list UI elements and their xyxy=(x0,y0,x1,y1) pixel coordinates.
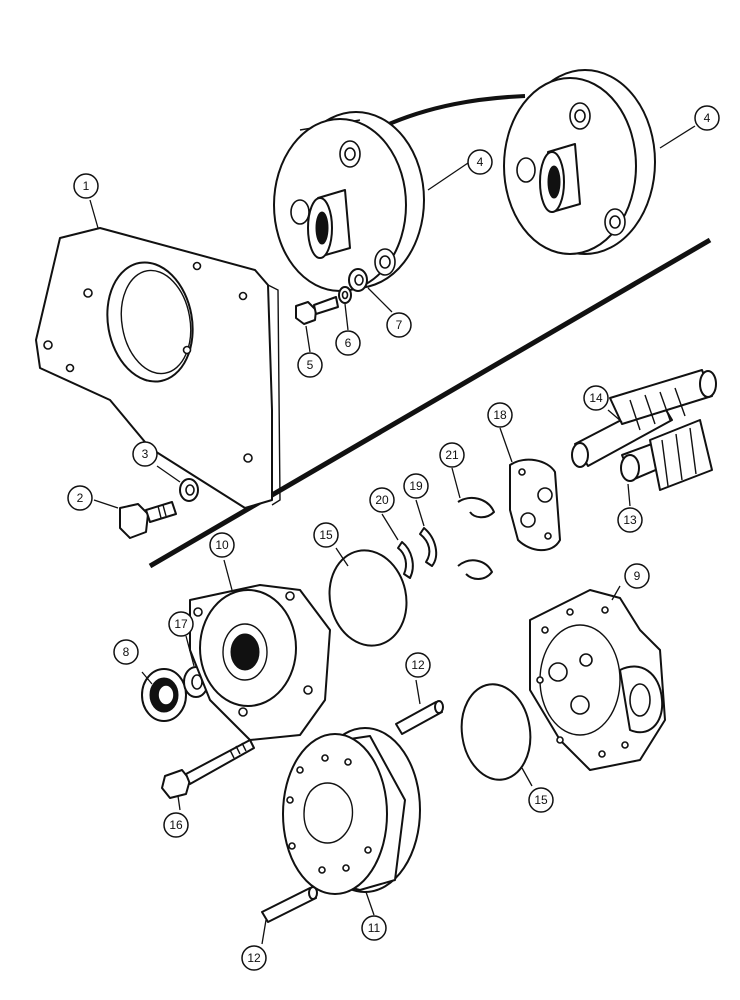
callout-12-upper: 12 xyxy=(405,652,431,678)
svg-text:5: 5 xyxy=(307,358,314,372)
callout-17: 17 xyxy=(168,611,194,637)
dowel-pin-12-upper xyxy=(395,700,444,735)
clip-20 xyxy=(397,541,414,579)
callout-6: 6 xyxy=(335,330,361,356)
svg-text:11: 11 xyxy=(368,921,381,935)
pump-cover-10 xyxy=(189,584,331,741)
svg-text:20: 20 xyxy=(375,493,389,507)
callout-21: 21 xyxy=(439,442,465,468)
svg-text:1: 1 xyxy=(83,179,90,193)
drive-gear-14 xyxy=(571,369,717,468)
svg-text:3: 3 xyxy=(142,447,149,461)
svg-text:2: 2 xyxy=(77,491,84,505)
shaft-seal-8 xyxy=(141,668,187,722)
svg-text:21: 21 xyxy=(445,448,459,462)
svg-text:19: 19 xyxy=(409,479,423,493)
svg-text:10: 10 xyxy=(215,538,229,552)
svg-text:15: 15 xyxy=(319,528,333,542)
svg-text:4: 4 xyxy=(477,155,484,169)
callout-12-lower: 12 xyxy=(241,945,267,971)
lock-washer-6 xyxy=(338,286,352,304)
o-ring-15-upper xyxy=(328,549,408,647)
callout-7: 7 xyxy=(386,312,412,338)
svg-text:15: 15 xyxy=(534,793,548,807)
washer-3 xyxy=(179,478,199,502)
callout-13: 13 xyxy=(617,507,643,533)
callout-5: 5 xyxy=(297,352,323,378)
svg-text:14: 14 xyxy=(589,391,603,405)
callout-4-left: 4 xyxy=(467,149,493,175)
callout-20: 20 xyxy=(369,487,395,513)
o-ring-15-lower xyxy=(460,683,532,781)
flat-washer-7 xyxy=(348,268,368,292)
wear-plate-18 xyxy=(509,458,561,552)
svg-text:16: 16 xyxy=(169,818,183,832)
svg-text:18: 18 xyxy=(493,408,507,422)
flange-left xyxy=(273,111,425,292)
callout-16: 16 xyxy=(163,812,189,838)
bolt-2 xyxy=(119,501,177,539)
gear-housing-11 xyxy=(282,727,421,895)
svg-text:17: 17 xyxy=(174,617,188,631)
callout-19: 19 xyxy=(403,473,429,499)
svg-text:4: 4 xyxy=(704,111,711,125)
leader-lines xyxy=(89,125,696,945)
svg-text:12: 12 xyxy=(411,658,425,672)
wire-spring-21 xyxy=(457,496,495,580)
callout-8: 8 xyxy=(113,639,139,665)
svg-text:6: 6 xyxy=(345,336,352,350)
svg-text:13: 13 xyxy=(623,513,637,527)
driven-gear-13 xyxy=(620,419,713,491)
callout-14: 14 xyxy=(583,385,609,411)
connecting-arc xyxy=(379,94,526,130)
dowel-pin-12-lower xyxy=(261,886,318,923)
callout-4-right: 4 xyxy=(694,105,720,131)
callout-1: 1 xyxy=(73,173,99,199)
svg-text:7: 7 xyxy=(396,318,403,332)
svg-text:9: 9 xyxy=(634,569,641,583)
clip-19 xyxy=(419,527,438,567)
pump-body-9 xyxy=(529,589,666,771)
bolt-5 xyxy=(295,296,339,325)
svg-text:12: 12 xyxy=(247,951,261,965)
callout-18: 18 xyxy=(487,402,513,428)
svg-text:8: 8 xyxy=(123,645,130,659)
callout-9: 9 xyxy=(624,563,650,589)
callout-15-upper: 15 xyxy=(313,522,339,548)
flange-right xyxy=(503,69,656,255)
callout-3: 3 xyxy=(132,441,158,467)
section-divider-line xyxy=(148,237,712,569)
mounting-plate xyxy=(35,227,281,509)
callout-2: 2 xyxy=(67,485,93,511)
callout-11: 11 xyxy=(361,915,387,941)
long-bolt-16 xyxy=(161,739,255,799)
callout-15-lower: 15 xyxy=(528,787,554,813)
callout-10: 10 xyxy=(209,532,235,558)
